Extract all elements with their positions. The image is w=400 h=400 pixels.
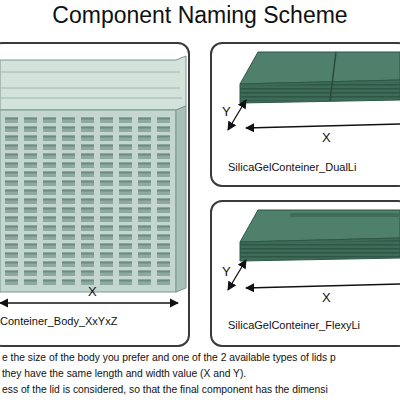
body-render <box>0 56 186 303</box>
dimension-label: X <box>322 290 331 305</box>
flexy-lid-render <box>228 210 400 290</box>
diagram-title: Component Naming Scheme <box>0 2 400 29</box>
dual-lid-panel: SilicaGelConteiner_DualLi <box>210 42 400 187</box>
dimension-label: X <box>88 284 97 299</box>
component-name: SilicaGelConteiner_FlexyLi <box>228 319 360 331</box>
flexy-lid-panel: SilicaGelConteiner_FlexyLi <box>210 200 400 347</box>
component-name: SilicaGelConteiner_DualLi <box>228 161 356 173</box>
component-name: Conteiner_Body_XxYxZ <box>0 315 117 327</box>
note-line: ess of the lid is considered, so that th… <box>2 384 328 395</box>
dimension-label: Y <box>222 264 231 279</box>
note-line: they have the same length and width valu… <box>2 368 246 379</box>
dimension-label: Y <box>222 104 231 119</box>
body-panel: Conteiner_Body_XxYxZ <box>0 42 190 347</box>
dimension-label: X <box>322 130 331 145</box>
note-line: e the size of the body you prefer and on… <box>2 352 336 363</box>
dual-lid-render <box>228 52 400 130</box>
